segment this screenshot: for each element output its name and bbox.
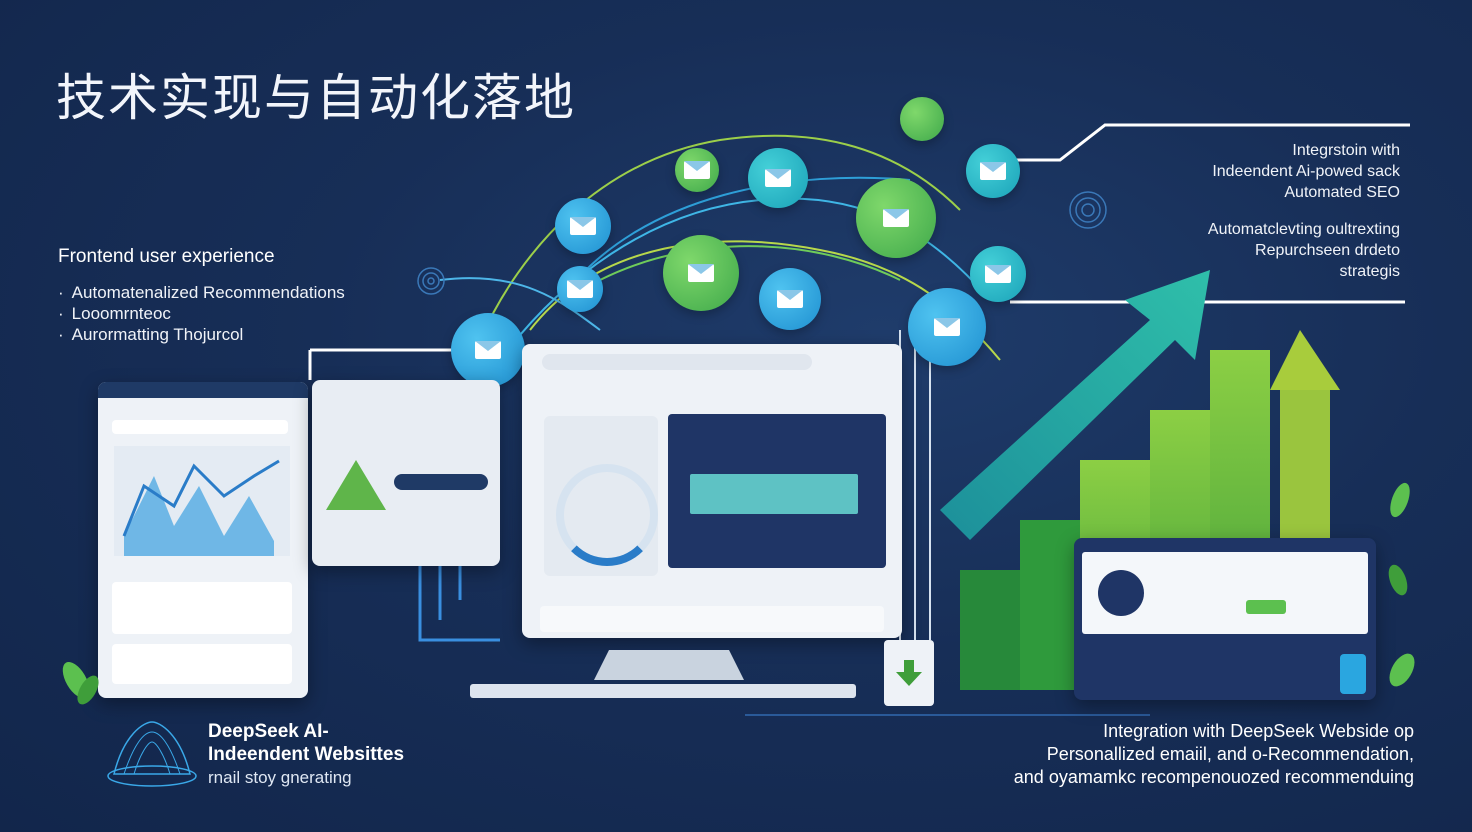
ai-node (900, 97, 944, 141)
download-tile[interactable] (884, 640, 934, 706)
strategy-line: Automatclevting oultrexting (1207, 221, 1400, 238)
page-title: 技术实现与自动化落地 (56, 69, 576, 127)
caption-line: Personallized emaiil, and o-Recommendati… (1046, 744, 1414, 764)
fingerprint-icon (417, 267, 445, 295)
frontend-heading: Frontend user experience (58, 246, 275, 267)
email-node (663, 235, 739, 311)
mockup-button (394, 474, 488, 490)
side-widget (1340, 654, 1366, 694)
list-item: Aurormatting Thojurcol (58, 324, 345, 345)
caption-line: Indeendent Websittes (208, 744, 405, 765)
mockup-titlebar (98, 382, 308, 398)
frontend-feature-list: Automatenalized Recommendations Looomrnt… (58, 282, 345, 345)
integration-window-mockup (1074, 538, 1376, 700)
email-node (759, 268, 821, 330)
caption-line: and oyamamkc recompenouozed recommenduin… (1013, 767, 1414, 787)
monitor-stand (594, 650, 744, 680)
envelope-icon (475, 341, 501, 359)
email-node (557, 266, 603, 312)
email-node (748, 148, 808, 208)
caption-line: rnail stoy gnerating (208, 768, 352, 787)
integration-text-block: Integrstoin with Indeendent Ai-powed sac… (1212, 140, 1400, 203)
integration-line: Integrstoin with (1292, 142, 1400, 159)
recommendation-panel-mockup (312, 380, 500, 566)
email-node (856, 178, 936, 258)
email-node (555, 198, 611, 254)
list-item: Automatenalized Recommendations (58, 282, 345, 303)
triangle-graphic (326, 460, 386, 510)
envelope-icon (688, 264, 714, 282)
avatar (1098, 570, 1144, 616)
strategy-text-block: Automatclevting oultrexting Repurchseen … (1208, 219, 1400, 282)
envelope-icon (985, 265, 1011, 283)
strategy-line: strategis (1339, 263, 1400, 280)
envelope-icon (980, 162, 1006, 180)
envelope-icon (765, 169, 791, 187)
monitor-footer-row (540, 606, 884, 632)
email-node (675, 148, 719, 192)
leaf-icon (62, 661, 99, 705)
envelope-icon (934, 318, 960, 336)
envelope-icon (883, 209, 909, 227)
monitor-search-bar (542, 354, 812, 370)
strategy-line: Repurchseen drdeto (1255, 242, 1400, 259)
list-item: Looomrnteoc (58, 303, 345, 324)
envelope-icon (777, 290, 803, 308)
dashboard-banner (690, 474, 858, 514)
mockup-search-bar (112, 420, 288, 434)
integration-line: Automated SEO (1284, 184, 1400, 201)
desktop-monitor-mockup (522, 344, 902, 638)
action-button[interactable] (1246, 600, 1286, 614)
deepseek-caption: DeepSeek AI- Indeendent Websittes rnail … (208, 720, 404, 789)
envelope-icon (567, 280, 593, 298)
leaf-icon (1388, 482, 1415, 687)
monitor-base (470, 684, 856, 698)
email-node (970, 246, 1026, 302)
monitor-sidebar-widget (544, 416, 658, 576)
integration-caption: Integration with DeepSeek Webside op Per… (1014, 720, 1414, 789)
progress-ring (556, 464, 658, 566)
email-node (966, 144, 1020, 198)
monitor-dashboard-panel (668, 414, 886, 568)
mockup-list-card (112, 582, 292, 634)
envelope-icon (570, 217, 596, 235)
integration-window-body (1082, 552, 1368, 634)
mockup-list-card (112, 644, 292, 684)
brain-mesh-icon (107, 721, 197, 787)
email-node (451, 313, 525, 387)
email-node (908, 288, 986, 366)
download-arrow-icon (896, 660, 922, 686)
mobile-app-mockup (98, 382, 308, 698)
envelope-icon (684, 161, 710, 179)
fingerprint-icon (1069, 191, 1107, 229)
caption-line: DeepSeek AI- (208, 721, 329, 742)
mockup-line-chart (114, 446, 290, 556)
integration-line: Indeendent Ai-powed sack (1212, 163, 1400, 180)
caption-line: Integration with DeepSeek Webside op (1103, 721, 1414, 741)
